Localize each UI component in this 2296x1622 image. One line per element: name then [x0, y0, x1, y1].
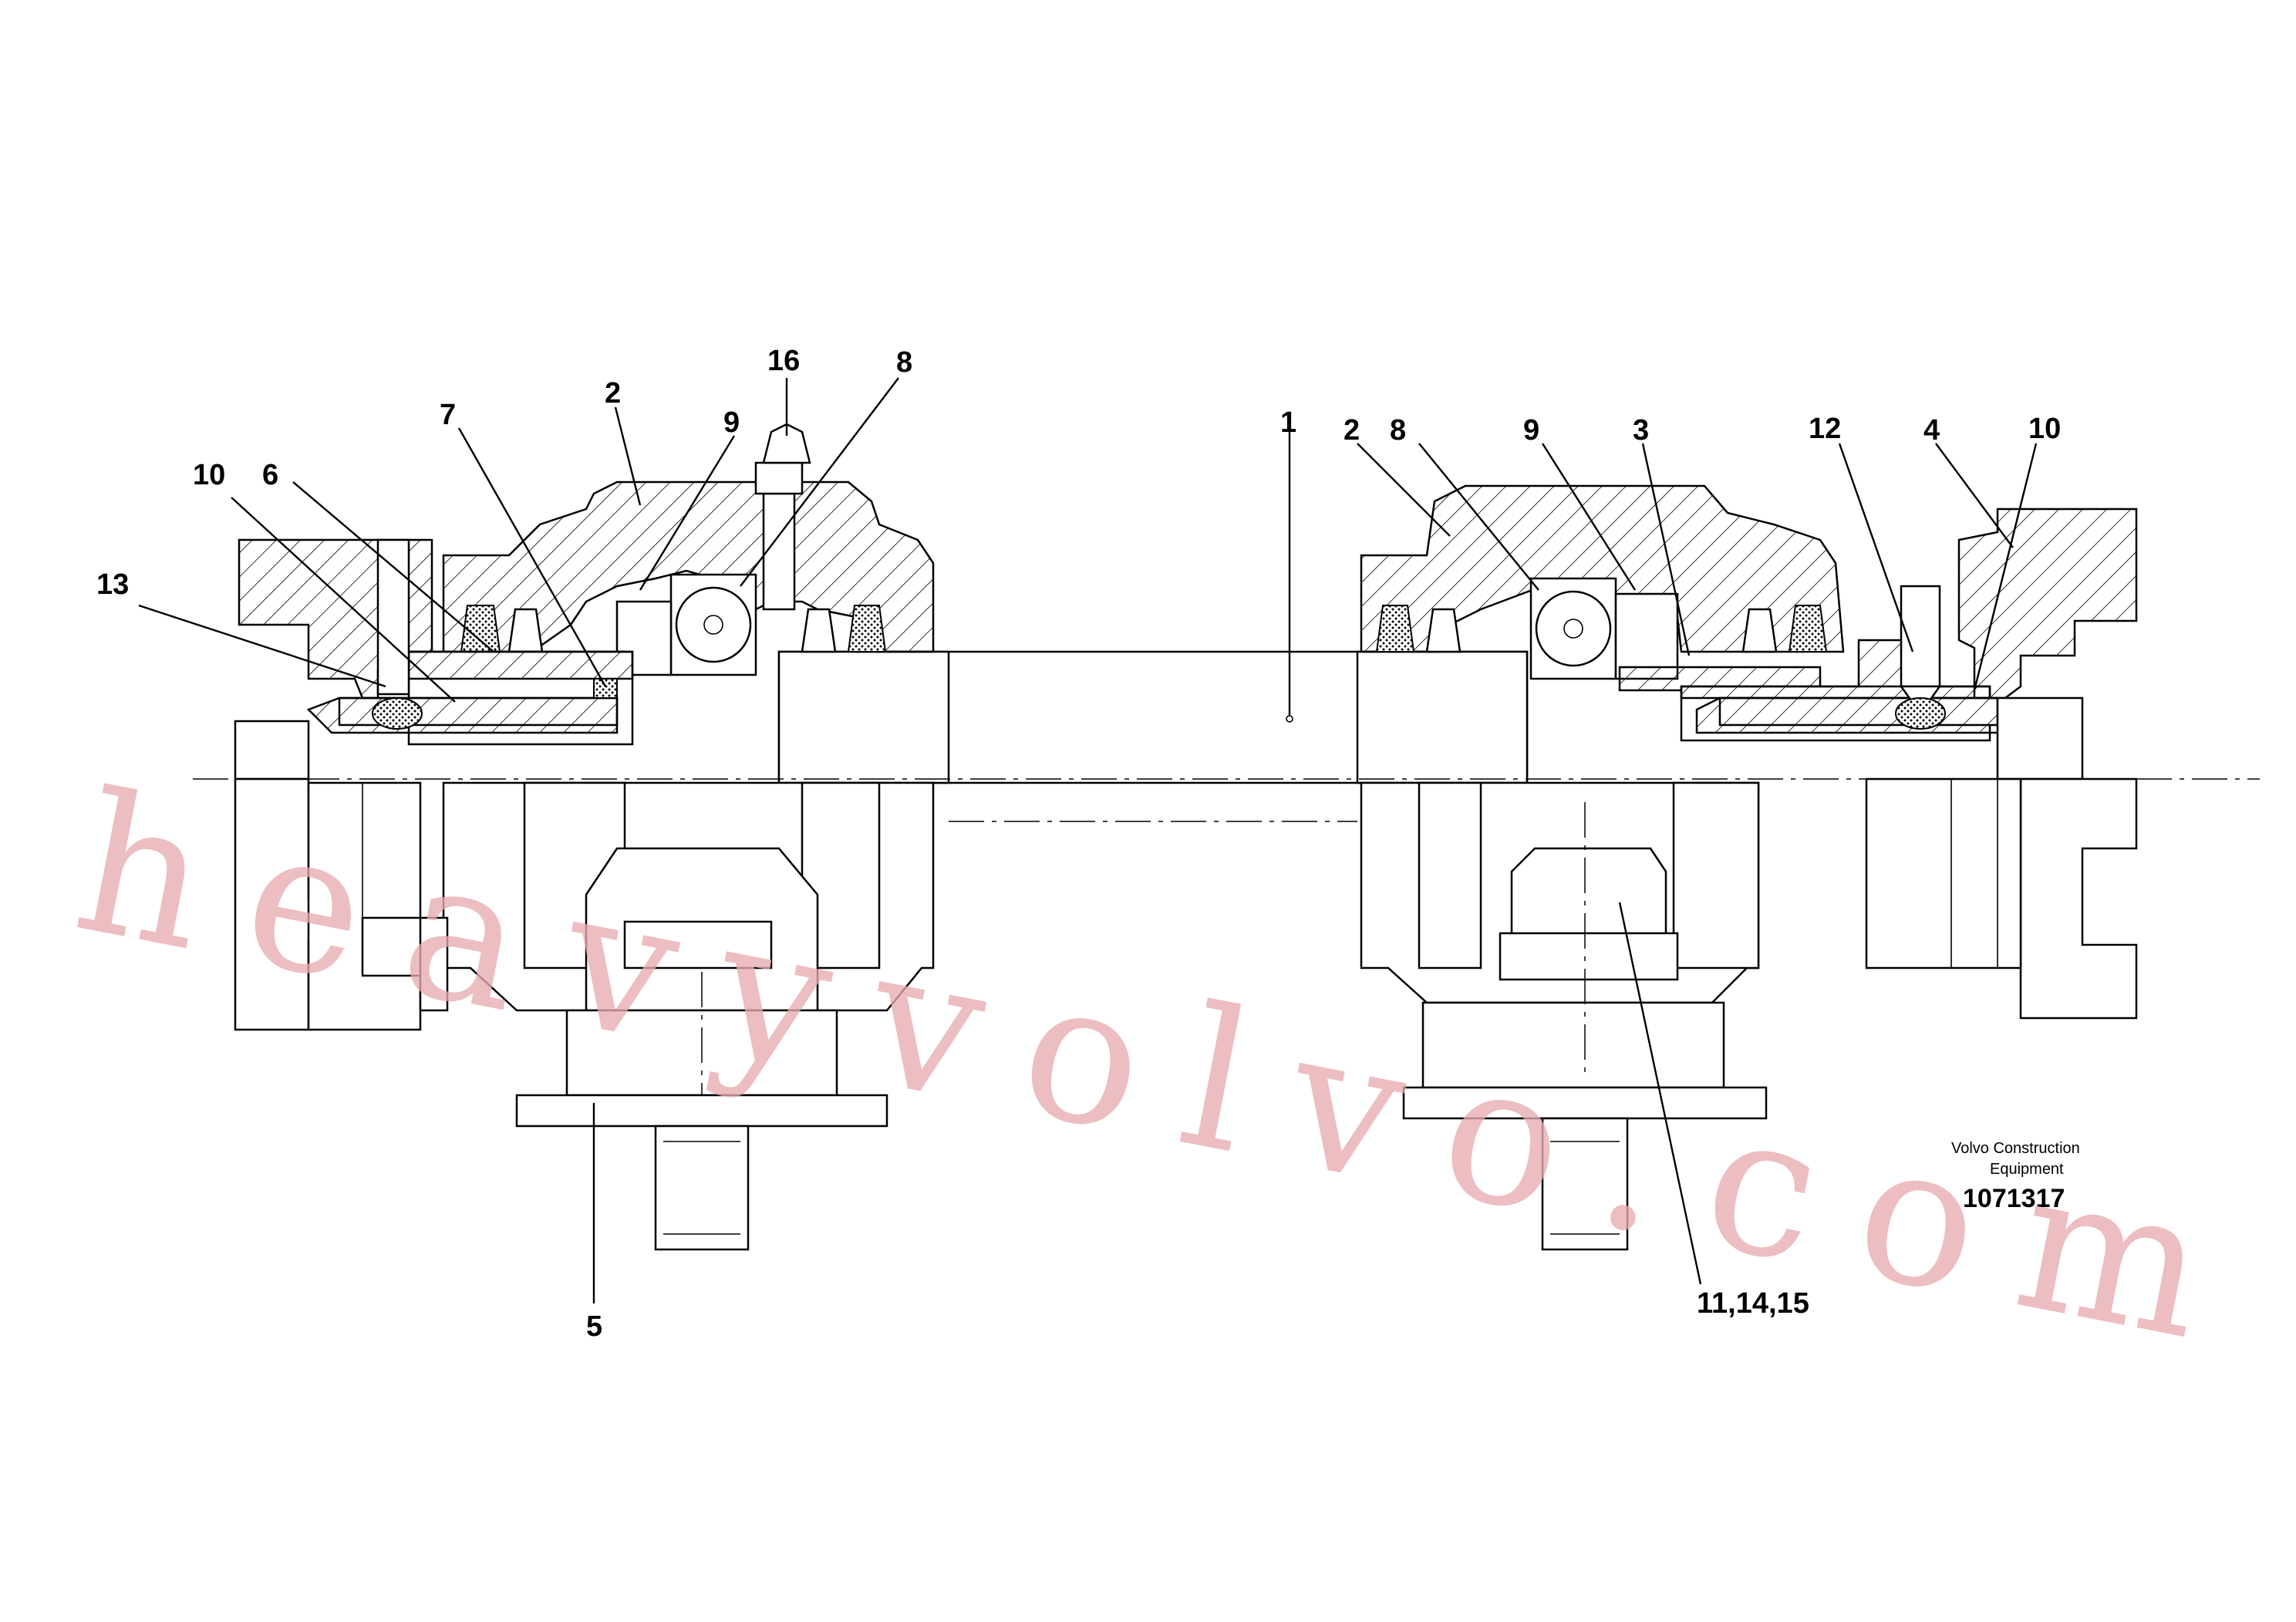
callout-10-left: 10	[193, 459, 225, 491]
callout-8-right: 8	[1390, 414, 1406, 447]
callout-11-14-15: 11,14,15	[1697, 1287, 1809, 1320]
callout-16: 16	[767, 345, 800, 377]
callout-9-left: 9	[723, 406, 740, 439]
callout-1: 1	[1280, 406, 1296, 439]
callout-labels: 1 2 2 3 4 5 6 7 8 8 9 9 10 10 11,14,15 1…	[96, 345, 2061, 1343]
left-bearing-assembly	[234, 423, 935, 1251]
leader-lines	[138, 377, 2038, 1303]
callout-9-right: 9	[1523, 414, 1539, 447]
callout-2-left: 2	[605, 377, 621, 410]
caption-company: Volvo Construction	[1951, 1140, 2080, 1157]
callout-6: 6	[262, 459, 278, 491]
callout-7: 7	[440, 399, 456, 431]
callout-10-right: 10	[2028, 413, 2061, 445]
drawing-caption: Volvo Construction Equipment 1071317	[1951, 1140, 2080, 1213]
drawing-number: 1071317	[1963, 1184, 2065, 1213]
callout-12: 12	[1809, 413, 1841, 445]
callout-3: 3	[1633, 414, 1649, 447]
right-bearing-assembly	[1360, 484, 2138, 1251]
callout-4: 4	[1923, 414, 1940, 447]
callout-13: 13	[96, 568, 129, 601]
callout-8-left: 8	[896, 346, 912, 379]
callout-2-right: 2	[1344, 414, 1360, 447]
callout-5: 5	[586, 1310, 602, 1343]
caption-division: Equipment	[1990, 1161, 2064, 1178]
